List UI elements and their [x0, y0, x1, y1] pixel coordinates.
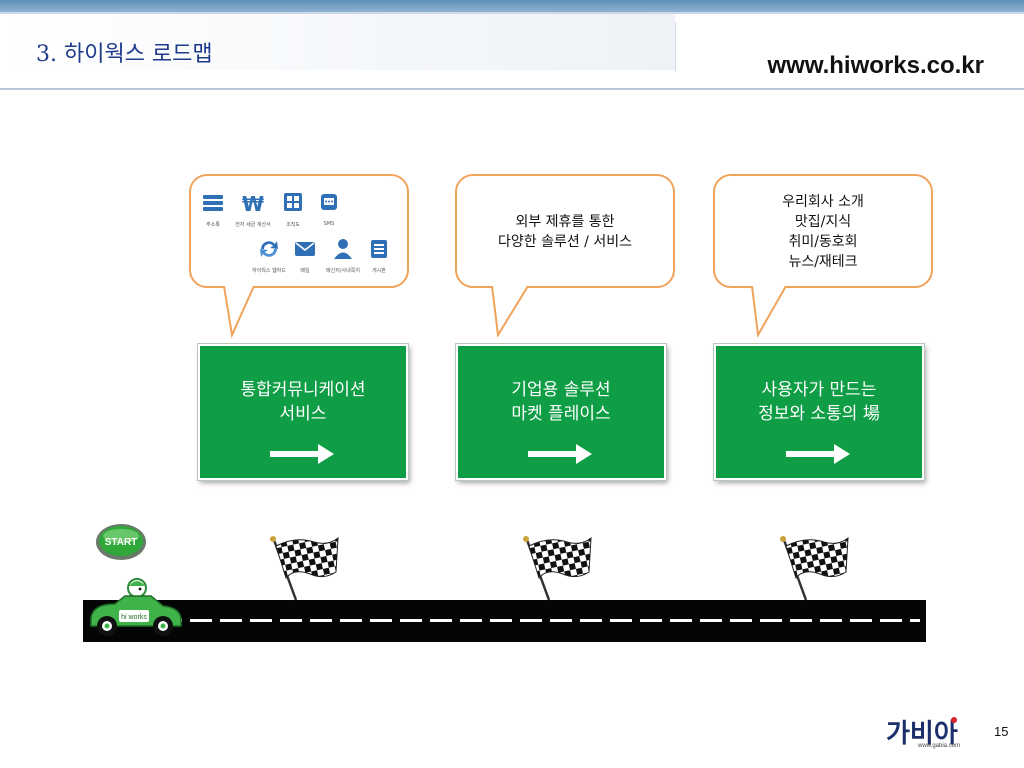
icon-cell-mail: 메일	[283, 238, 327, 274]
sign-line: 마켓 플레이스	[511, 404, 611, 424]
icon-label: SMS	[323, 221, 335, 227]
start-label: START	[105, 537, 138, 548]
bubble-tail	[751, 285, 787, 339]
icon-cell-board: 게시판	[357, 238, 401, 274]
bubble-line: 외부 제휴를 통한	[515, 214, 615, 230]
logo-text: 가비아	[886, 719, 958, 749]
icon-label: 주소록	[206, 222, 220, 228]
sign-line: 사용자가 만드는	[761, 380, 877, 400]
header-separator	[675, 22, 676, 72]
icon-label: 조직도	[286, 222, 300, 228]
header-band	[0, 14, 675, 70]
page-number: 15	[994, 724, 1009, 739]
sign-text: 사용자가 만드는 정보와 소통의 場	[716, 378, 922, 426]
bubble-text: 외부 제휴를 통한 다양한 솔루션 / 서비스	[457, 212, 673, 252]
icon-cell-address-book: 주소록	[191, 192, 235, 228]
icon-label: 메신저/사내쪽지	[326, 268, 360, 274]
top-accent-line	[0, 12, 1024, 14]
bubble-line: 다양한 솔루션 / 서비스	[498, 234, 632, 250]
slide-title: 3. 하이웍스 로드맵	[36, 42, 213, 67]
sign-line: 정보와 소통의 場	[758, 404, 880, 424]
messenger-user-icon	[334, 239, 352, 259]
icon-cell-sms: SMS	[307, 192, 351, 227]
bubble-tail	[491, 285, 529, 338]
board-icon	[371, 240, 387, 258]
sync-icon	[260, 241, 278, 257]
checkered-flag-icon	[270, 536, 339, 601]
road-lane-markings	[100, 619, 920, 622]
sign-line: 서비스	[279, 404, 327, 424]
bubble-line: 우리회사 소개	[782, 194, 864, 210]
sign-enterprise-marketplace: 기업용 솔루션 마켓 플레이스	[456, 344, 666, 480]
mail-icon	[295, 242, 315, 256]
sign-unified-communication: 통합커뮤니케이션 서비스	[198, 344, 408, 480]
address-book-icon	[203, 195, 223, 211]
icon-cell-messenger: 메신저/사내쪽지	[321, 238, 365, 274]
sign-text: 통합커뮤니케이션 서비스	[200, 378, 406, 426]
org-chart-icon	[284, 193, 302, 211]
bubble-tail	[223, 285, 255, 339]
sign-line: 기업용 솔루션	[511, 380, 611, 400]
icon-label: 메일	[300, 268, 310, 274]
icon-label: 전자 세금 계산서	[235, 222, 271, 228]
bubble-line: 뉴스/재테크	[788, 254, 858, 270]
bubble-line: 취미/동호회	[788, 234, 858, 250]
logo-site: www.gabia.com	[918, 743, 961, 749]
svg-text:₩: ₩	[242, 192, 264, 214]
bubble-community-info: 우리회사 소개 맛집/지식 취미/동호회 뉴스/재테크	[713, 174, 933, 288]
sms-icon	[321, 194, 337, 210]
won-invoice-icon: ₩	[242, 192, 264, 216]
icon-cell-invoice: ₩ 전자 세금 계산서	[231, 192, 275, 228]
checkered-flag-icon	[523, 536, 592, 601]
right-arrow-icon	[786, 444, 850, 464]
checkered-flag-icon	[780, 536, 849, 601]
right-arrow-icon	[528, 444, 592, 464]
car-badge: hi works	[121, 614, 147, 621]
icon-cell-org-chart: 조직도	[271, 192, 315, 228]
bubble-services-icons: 주소록 ₩ 전자 세금 계산서 조직도 SMS 하이웍스 웹하드	[189, 174, 409, 288]
gabia-logo: 가비아	[886, 717, 958, 749]
top-accent-bar	[0, 0, 1024, 12]
bubble-partner-solutions: 외부 제휴를 통한 다양한 솔루션 / 서비스	[455, 174, 675, 288]
right-arrow-icon	[270, 444, 334, 464]
sign-user-generated-info: 사용자가 만드는 정보와 소통의 場	[714, 344, 924, 480]
car-icon: hi works	[90, 578, 182, 636]
bubble-text: 우리회사 소개 맛집/지식 취미/동호회 뉴스/재테크	[715, 192, 931, 272]
icon-label: 하이웍스 웹하드	[252, 268, 286, 274]
icon-label: 게시판	[372, 268, 386, 274]
site-url: www.hiworks.co.kr	[767, 52, 984, 79]
header-rule	[0, 88, 1024, 90]
icon-cell-webhard: 하이웍스 웹하드	[247, 238, 291, 274]
start-button[interactable]: START	[95, 521, 147, 561]
sign-line: 통합커뮤니케이션	[240, 380, 366, 400]
sign-text: 기업용 솔루션 마켓 플레이스	[458, 378, 664, 426]
bubble-line: 맛집/지식	[794, 214, 852, 230]
